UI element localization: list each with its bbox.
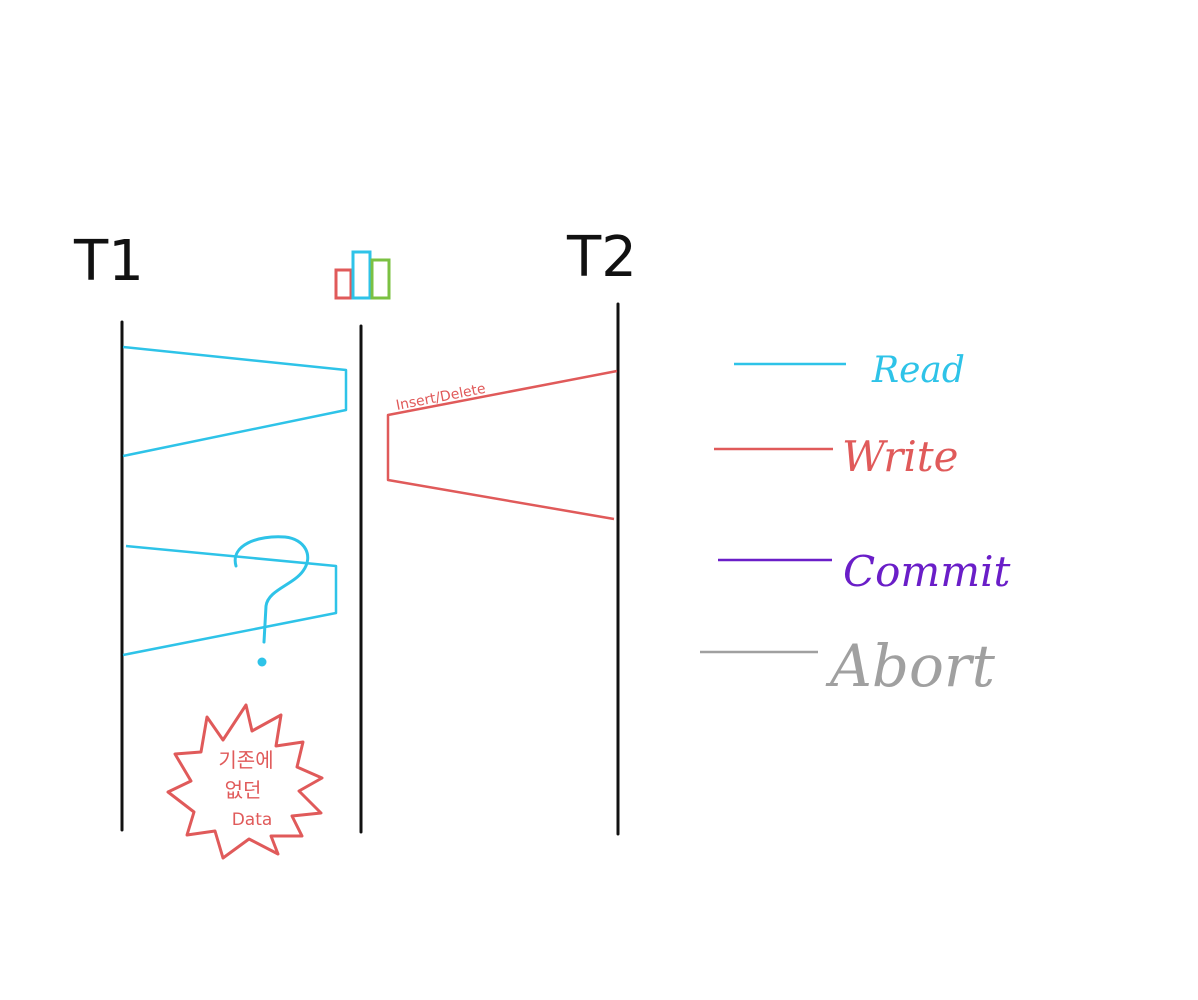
t2-label: T2 xyxy=(566,225,637,290)
insert-delete-label: Insert/Delete xyxy=(395,381,487,414)
burst-line-2: 없던 xyxy=(225,778,262,802)
t1-label: T1 xyxy=(73,229,144,294)
t2-insert-delete-write xyxy=(386,369,618,521)
database-bars-icon xyxy=(334,250,391,300)
legend-write-label: Write xyxy=(842,432,959,481)
question-mark-icon xyxy=(233,535,310,667)
legend-commit-label: Commit xyxy=(843,547,1011,596)
t1-second-read xyxy=(122,544,338,657)
burst-line-1: 기존에 xyxy=(218,748,273,772)
t1-first-read xyxy=(122,345,348,458)
burst-line-3: Data xyxy=(232,810,273,830)
legend: Read Write Commit Abort xyxy=(700,350,1011,700)
legend-read-label: Read xyxy=(871,350,965,391)
legend-abort-label: Abort xyxy=(825,632,996,700)
phantom-data-burst xyxy=(166,703,324,860)
